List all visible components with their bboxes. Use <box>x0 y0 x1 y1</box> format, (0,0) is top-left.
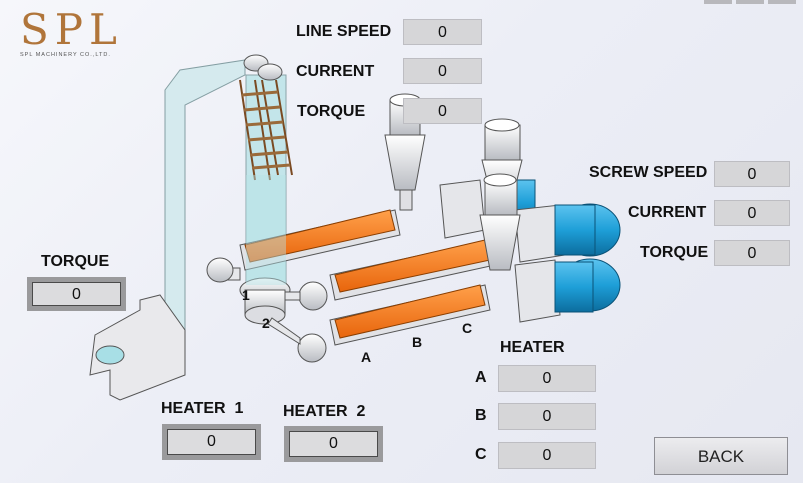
window-button-icon[interactable] <box>704 0 732 4</box>
tank-overlay <box>246 175 286 285</box>
screw-current-label: CURRENT <box>628 204 707 221</box>
port-1-label: 1 <box>242 287 250 303</box>
left-torque-label: TORQUE <box>41 253 110 270</box>
heater-2-label: HEATER 2 <box>283 403 366 420</box>
heater-1-field[interactable]: 0 <box>162 424 261 460</box>
port-2-label: 2 <box>262 315 270 331</box>
zone-a-label: A <box>361 349 372 365</box>
heater-2-value: 0 <box>289 431 378 457</box>
window-button-icon[interactable] <box>736 0 764 4</box>
line-speed-label: LINE SPEED <box>296 23 392 40</box>
top-rollers <box>243 54 283 81</box>
heater-1-value: 0 <box>167 429 256 455</box>
extruder-3 <box>297 173 621 363</box>
line-speed-field[interactable]: 0 <box>403 19 482 45</box>
line-torque-label: TORQUE <box>297 103 366 120</box>
line-current-label: CURRENT <box>296 63 375 80</box>
heater-1-label: HEATER 1 <box>161 400 244 417</box>
heater-c-label: C <box>475 446 487 463</box>
heater-title: HEATER <box>500 339 565 356</box>
heater-2-field[interactable]: 0 <box>284 426 383 462</box>
zone-b-label: B <box>412 334 423 350</box>
logo-subtitle: SPL MACHINERY CO.,LTD. <box>20 52 111 58</box>
heater-b-field[interactable]: 0 <box>498 403 596 430</box>
heater-a-field[interactable]: 0 <box>498 365 596 392</box>
base-roller <box>95 345 125 365</box>
line-current-field[interactable]: 0 <box>403 58 482 84</box>
screw-current-field[interactable]: 0 <box>714 200 790 226</box>
logo-text: SPL <box>20 5 123 54</box>
feed-pipes <box>206 257 301 345</box>
line-torque-field[interactable]: 0 <box>403 98 482 124</box>
heater-c-field[interactable]: 0 <box>498 442 596 469</box>
roller-rungs <box>241 90 291 170</box>
screw-torque-field[interactable]: 0 <box>714 240 790 266</box>
back-button[interactable]: BACK <box>654 437 788 475</box>
window-button-icon[interactable] <box>768 0 796 4</box>
screw-torque-label: TORQUE <box>640 244 709 261</box>
left-torque-value: 0 <box>32 282 121 306</box>
tower-frame <box>164 59 246 346</box>
roller-ladder <box>239 79 293 181</box>
zone-c-label: C <box>462 320 473 336</box>
heater-b-label: B <box>475 407 487 424</box>
screw-speed-field[interactable]: 0 <box>714 161 790 187</box>
base-tray <box>89 294 186 401</box>
window-controls <box>700 0 800 4</box>
left-torque-field[interactable]: 0 <box>27 277 126 311</box>
screw-speed-label: SCREW SPEED <box>589 164 708 181</box>
company-logo: SPL SPL MACHINERY CO.,LTD. <box>20 5 130 62</box>
heater-a-label: A <box>475 369 487 386</box>
